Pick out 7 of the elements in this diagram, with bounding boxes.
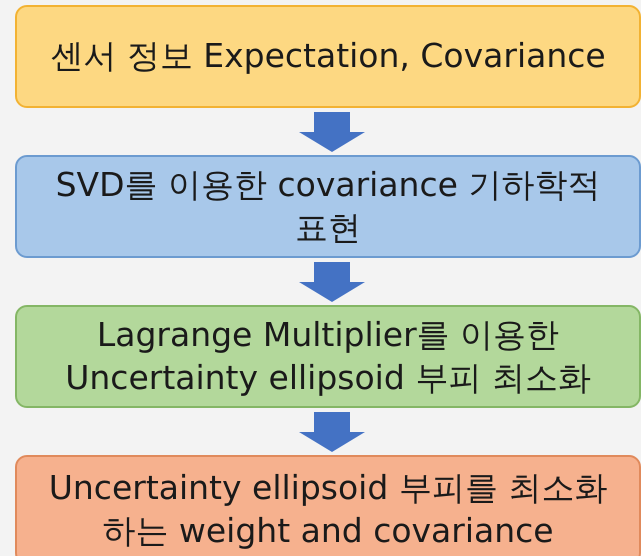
step-box: SVD를 이용한 covariance 기하학적 표현 <box>15 155 641 258</box>
block-arrow <box>299 112 365 152</box>
block-arrow <box>299 412 365 452</box>
block-arrow <box>299 262 365 302</box>
step-box: 센서 정보 Expectation, Covariance <box>15 5 641 108</box>
step-box: Lagrange Multiplier를 이용한 Uncertainty ellipsoid 부피 최소화 <box>15 305 641 408</box>
step-box: Uncertainty ellipsoid 부피를 최소화하는 weight and covariance <box>15 455 641 556</box>
